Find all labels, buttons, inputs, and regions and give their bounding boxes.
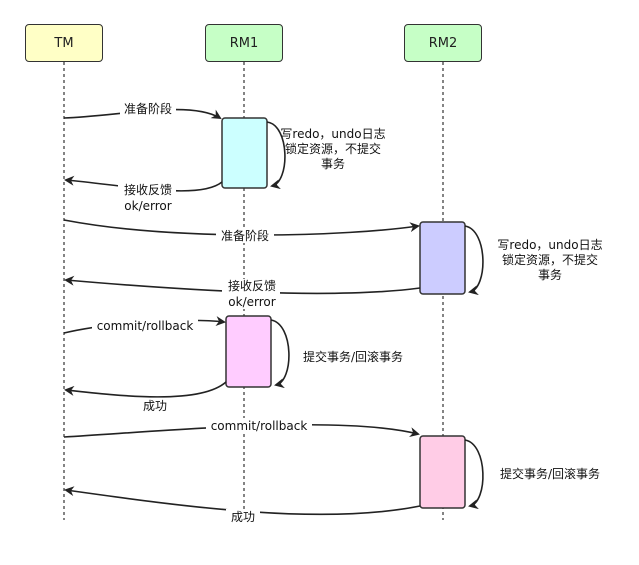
label-m4-line1: 接收反馈 <box>228 278 276 293</box>
note-rm1-prepare-line1: 写redo，undo日志 <box>280 127 385 141</box>
self-loop-rm1-prepare <box>266 121 286 190</box>
label-m1: 准备阶段 <box>124 101 172 116</box>
note-rm1-prepare-line2: 锁定资源，不提交 <box>285 141 381 156</box>
actor-rm2: RM2 <box>404 24 482 62</box>
msg-success-rm1 <box>64 381 227 398</box>
self-loop-rm2-commit <box>464 439 484 510</box>
activation-rm2-prepare <box>419 221 466 295</box>
note-rm2-prepare-line3: 事务 <box>538 267 562 282</box>
actor-rm1: RM1 <box>205 24 283 62</box>
label-m4-line2: ok/error <box>228 295 275 309</box>
label-m8: 成功 <box>231 510 255 524</box>
note-rm1-commit: 提交事务/回滚事务 <box>303 349 403 364</box>
activation-rm1-prepare <box>221 117 268 189</box>
note-rm1-prepare-line3: 事务 <box>321 156 345 171</box>
label-m3: 准备阶段 <box>221 228 269 243</box>
label-m7: commit/rollback <box>211 419 308 433</box>
note-rm2-prepare-line1: 写redo，undo日志 <box>497 238 602 252</box>
self-loop-rm2-prepare <box>464 225 484 296</box>
activation-rm1-commit <box>225 315 272 388</box>
label-m5: commit/rollback <box>97 319 194 333</box>
label-m2-line1: 接收反馈 <box>124 182 172 197</box>
label-m2-line2: ok/error <box>124 199 171 213</box>
note-rm2-prepare-line2: 锁定资源，不提交 <box>502 252 598 267</box>
actor-tm: TM <box>25 24 103 62</box>
activation-rm2-commit <box>419 435 466 509</box>
label-m6: 成功 <box>143 399 167 413</box>
self-loop-rm1-commit <box>270 319 290 389</box>
note-rm2-commit: 提交事务/回滚事务 <box>500 466 600 481</box>
